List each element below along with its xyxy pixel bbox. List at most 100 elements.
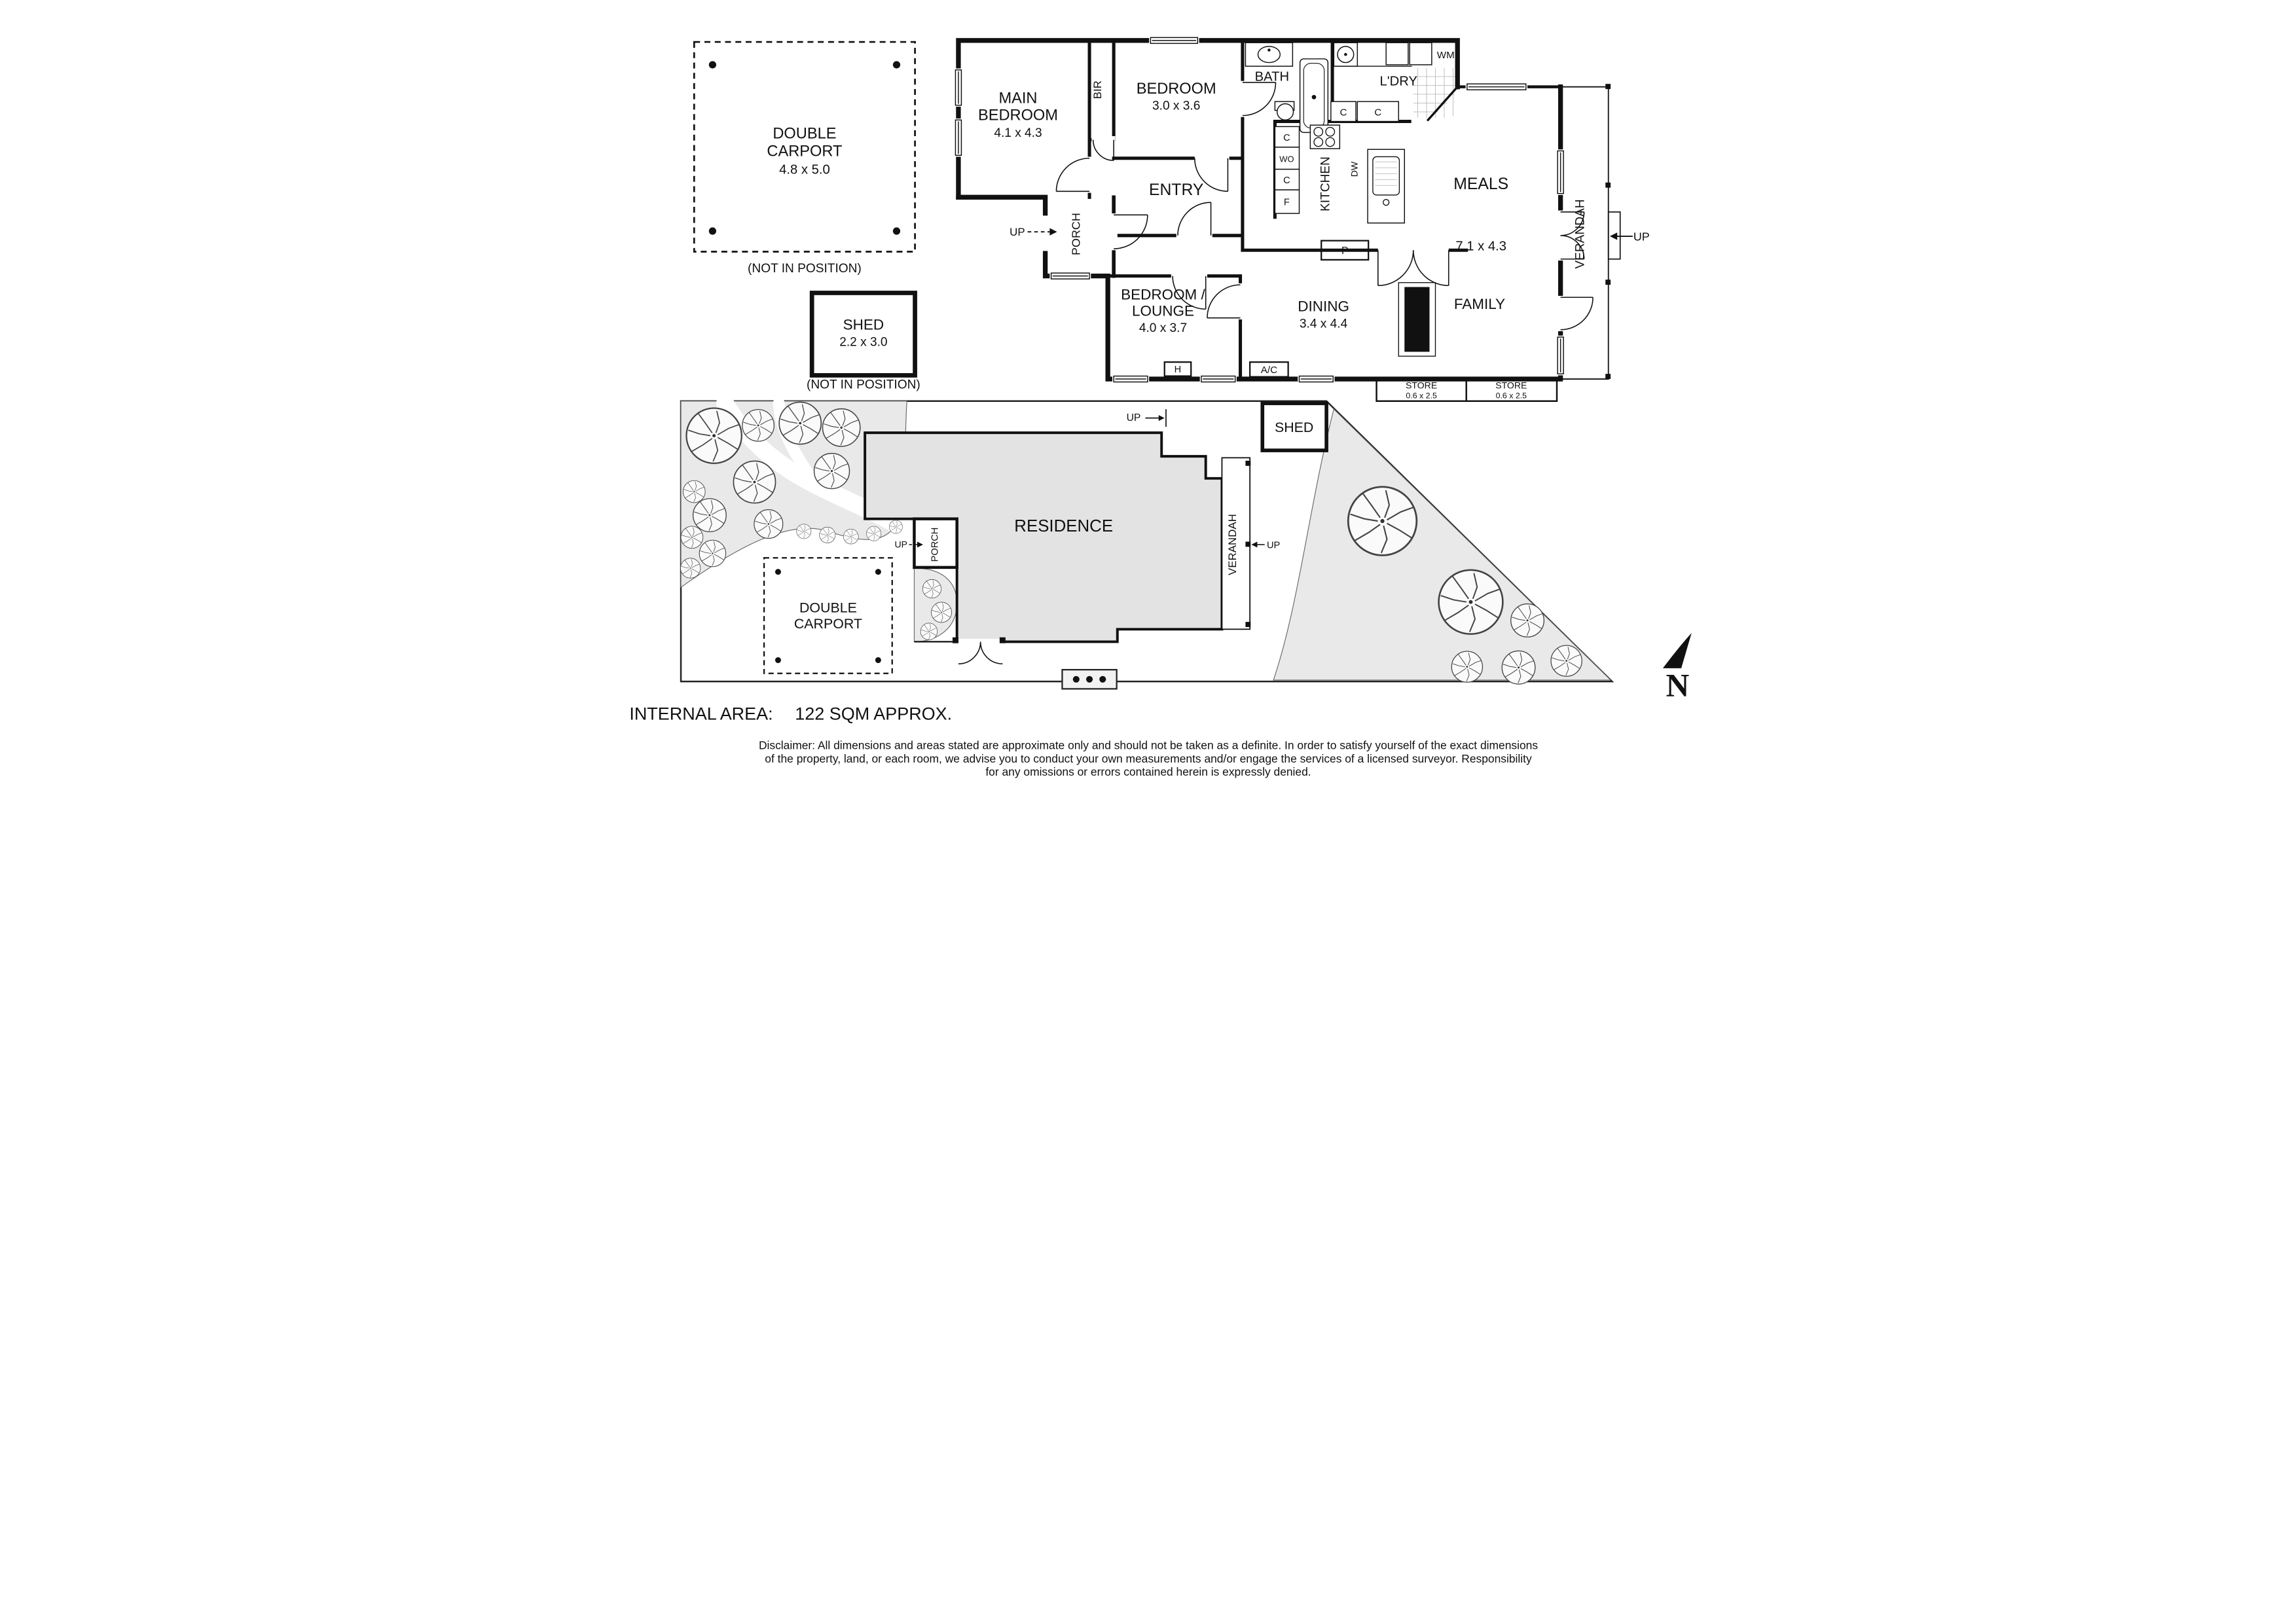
shed-not-in-position: SHED 2.2 x 3.0 (NOT IN POSITION) (806, 291, 920, 392)
label-wm: WM (1436, 50, 1454, 61)
wall-oven-box (1274, 147, 1300, 170)
carport-outline (693, 41, 916, 253)
carport-post-dot (892, 61, 900, 69)
kitchen-fixtures (1274, 101, 1405, 261)
site-carport-outline (763, 557, 893, 674)
verandah-post (1245, 622, 1250, 627)
north-arrow: N (1662, 632, 1692, 704)
tree-icon (682, 480, 706, 503)
room-dims-bedroom: 3.0 x 3.6 (1152, 99, 1200, 113)
carport-not-in-position: DOUBLE CARPORT 4.8 x 5.0 (NOT IN POSITIO… (693, 41, 916, 276)
tree-icon (1451, 651, 1483, 683)
carport-post-dot (708, 61, 716, 69)
label-verandah: VERANDAH (1226, 514, 1238, 575)
floor-plan-page: DOUBLE CARPORT 4.8 x 5.0 (NOT IN POSITIO… (574, 0, 1722, 812)
room-dims-bedroom-lounge: 4.0 x 3.7 (1139, 321, 1186, 335)
label-up: UP (1010, 226, 1025, 238)
floor-plan-drawing: DOUBLE CARPORT 4.8 x 5.0 (NOT IN POSITIO… (574, 0, 1722, 812)
carport-label: CARPORT (767, 143, 842, 160)
arrow-head-icon (1158, 415, 1165, 422)
fireplace-icon (1398, 282, 1436, 357)
room-label-entry: ENTRY (1149, 181, 1203, 199)
tree-icon (692, 498, 727, 533)
shed-dims: 2.2 x 3.0 (839, 335, 887, 349)
room-label-meals: MEALS (1453, 175, 1508, 193)
siteplan: RESIDENCE PORCH UP VERANDAH UP UP SHED (680, 394, 1614, 690)
verandah-post (1605, 374, 1611, 380)
verandah-post (1605, 182, 1611, 188)
room-label-bedroom-lounge: LOUNGE (1132, 302, 1194, 319)
bath-fixtures (1245, 42, 1328, 134)
room-dims-dining: 3.4 x 4.4 (1299, 317, 1347, 331)
tree-icon (822, 408, 861, 447)
label-pantry: P (1341, 245, 1348, 257)
verandah-post (1245, 460, 1250, 466)
gate-arcs (913, 637, 1006, 664)
bush-icon (888, 520, 903, 534)
steps (1061, 669, 1118, 690)
dims-store: 0.6 x 2.5 (1406, 391, 1437, 400)
carport-label: DOUBLE (773, 125, 836, 142)
label-site-carport: DOUBLE (799, 600, 856, 615)
room-label-laundry: L'DRY (1379, 74, 1417, 88)
tree-icon (733, 460, 776, 504)
verandah-up-arrow (1609, 232, 1633, 240)
label-fridge: F (1283, 198, 1289, 208)
shed-label: SHED (843, 317, 883, 333)
laundry-fixtures (1332, 42, 1432, 67)
windows (955, 37, 1564, 383)
tree-icon (1550, 645, 1582, 677)
room-label-bedroom: BEDROOM (1136, 81, 1216, 98)
tree-icon (813, 452, 850, 490)
verandah-post (1245, 541, 1250, 547)
cupboard-box (1330, 101, 1357, 122)
tree-icon (753, 509, 783, 539)
label-up: UP (1633, 230, 1649, 243)
dryer-icon (1385, 42, 1409, 65)
room-label-main-bedroom: MAIN (998, 90, 1037, 107)
arrow-head-icon (1250, 541, 1257, 548)
bush-icon (922, 579, 941, 599)
porch-up-arrow (1027, 228, 1057, 236)
label-ac: A/C (1260, 365, 1277, 376)
carport-post-dot (708, 227, 716, 235)
ac-box (1248, 361, 1289, 378)
room-label-bath: BATH (1254, 70, 1288, 84)
footer: INTERNAL AREA: 122 SQM APPROX. Disclaime… (629, 704, 1538, 778)
tree-icon (1437, 569, 1504, 635)
room-label-bedroom-lounge: BEDROOM / (1121, 287, 1205, 303)
room-label-dining: DINING (1298, 298, 1349, 315)
laundry-tiles (1413, 67, 1456, 118)
room-label-kitchen: KITCHEN (1319, 156, 1332, 211)
washing-machine-icon (1408, 42, 1432, 65)
label-cupboard: C (1283, 133, 1290, 143)
bush-icon (866, 526, 881, 541)
room-dims-meals: 7.1 x 4.3 (1455, 239, 1506, 253)
tree-icon (1510, 603, 1544, 638)
toilet-icon (1276, 103, 1294, 120)
sink-icon (1372, 156, 1400, 196)
internal-area-label: INTERNAL AREA: (629, 704, 773, 724)
bush-icon (930, 602, 952, 623)
diagonal-wall (1426, 85, 1459, 122)
site-porch (912, 517, 958, 569)
tree-icon (685, 407, 742, 464)
disclaimer: of the property, land, or each room, we … (765, 752, 1532, 765)
label-dishwasher: DW (1349, 161, 1359, 177)
label-wall-oven: WO (1279, 154, 1294, 164)
room-label-porch: PORCH (1069, 213, 1082, 255)
verandah-step (1607, 211, 1621, 260)
label-store: STORE (1406, 380, 1437, 391)
door-arcs (1055, 82, 1594, 331)
fridge-box (1274, 189, 1300, 214)
tree-icon (680, 558, 701, 579)
dims-store: 0.6 x 2.5 (1495, 391, 1527, 400)
north-arrow-icon (1662, 632, 1692, 668)
tree-icon (680, 526, 703, 549)
room-label-main-bedroom: BEDROOM (977, 107, 1057, 124)
garden-path (773, 397, 823, 492)
tree-icon (778, 401, 822, 445)
bush-icon (818, 526, 835, 543)
label-up: UP (894, 539, 907, 550)
cupboard-box (1357, 101, 1399, 122)
